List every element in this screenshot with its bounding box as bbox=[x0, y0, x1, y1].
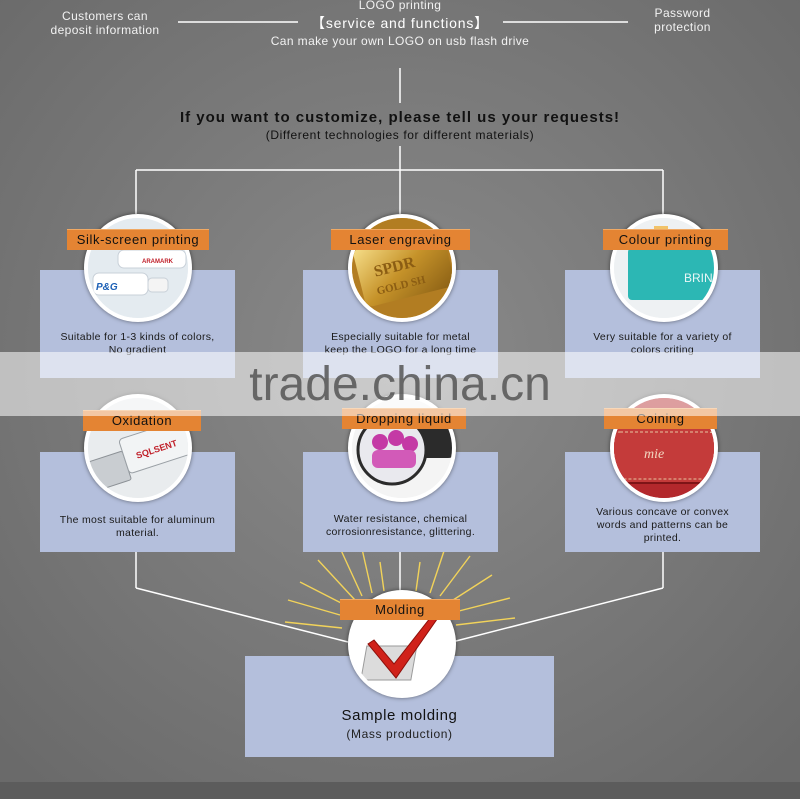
header-right-line-2: protection bbox=[654, 20, 711, 34]
header-left-line-1: Customers can bbox=[62, 9, 148, 23]
header-center-top: LOGO printing bbox=[358, 0, 442, 12]
label-colour-printing: Colour printing bbox=[603, 229, 728, 250]
desc-line: Various concave or convex bbox=[596, 506, 729, 518]
request-title: If you want to customize, please tell us… bbox=[179, 109, 621, 126]
desc-line: Water resistance, chemical bbox=[333, 513, 468, 525]
desc-line: Suitable for 1-3 kinds of colors, bbox=[60, 331, 215, 343]
image-text-aramark: ARAMARK bbox=[142, 259, 174, 265]
desc-line: Especially suitable for metal bbox=[331, 331, 470, 343]
bottom-strip bbox=[0, 782, 800, 799]
image-text-pg: P&G bbox=[96, 282, 118, 293]
header-right-line-1: Password bbox=[654, 6, 711, 20]
label-silk-screen: Silk-screen printing bbox=[67, 229, 209, 250]
desc-line: The most suitable for aluminum bbox=[59, 514, 216, 526]
request-subtitle: (Different technologies for different ma… bbox=[265, 128, 535, 142]
watermark-text: trade.china.cn bbox=[249, 358, 551, 411]
header-center-title: 【service and functions】 bbox=[311, 15, 489, 31]
label-molding: Molding bbox=[340, 599, 460, 620]
header-center-sub: Can make your own LOGO on usb flash driv… bbox=[270, 34, 530, 48]
desc-line: corrosionresistance, glittering. bbox=[325, 526, 476, 538]
final-subtitle: (Mass production) bbox=[346, 727, 453, 741]
desc-line: Very suitable for a variety of bbox=[593, 331, 732, 343]
desc-coining: Various concave or convex words and patt… bbox=[565, 506, 760, 545]
desc-line: printed. bbox=[643, 532, 682, 544]
header-left-line-2: deposit information bbox=[50, 23, 160, 37]
desc-oxidation: The most suitable for aluminum material. bbox=[40, 514, 235, 540]
desc-dropping-liquid: Water resistance, chemical corrosionresi… bbox=[303, 513, 498, 539]
watermark-overlay: trade.china.cn bbox=[249, 358, 551, 411]
label-laser-engraving: Laser engraving bbox=[331, 229, 470, 250]
image-text-mie: mie bbox=[644, 447, 664, 462]
image-text-brin: BRIN bbox=[684, 271, 713, 285]
header-left-text: Customers can deposit information bbox=[40, 9, 170, 37]
desc-line: material. bbox=[116, 527, 159, 539]
desc-line: words and patterns can be bbox=[596, 519, 729, 531]
watermark-band bbox=[0, 352, 800, 416]
final-title: Sample molding bbox=[341, 707, 458, 724]
header-right-text: Password protection bbox=[630, 6, 735, 34]
